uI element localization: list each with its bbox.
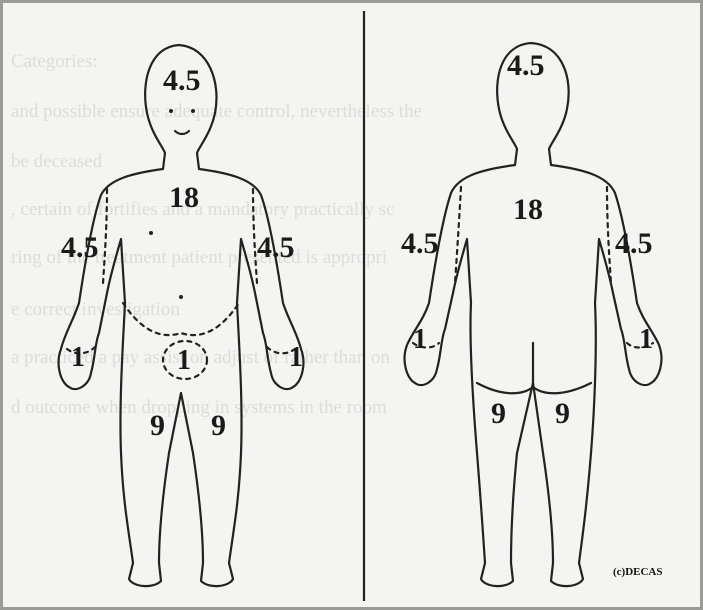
front-hand-right-percent: 1 — [71, 343, 85, 373]
front-genital-percent: 1 — [177, 346, 191, 376]
back-leg-left-percent: 9 — [491, 399, 506, 429]
front-arm-right-percent: 4.5 — [61, 233, 99, 263]
back-body-outline — [405, 43, 662, 586]
front-trunk-percent: 18 — [169, 183, 199, 213]
front-arm-seam — [103, 189, 107, 283]
front-hand-left-percent: 1 — [289, 343, 303, 373]
front-body-outline — [59, 45, 304, 586]
back-arm-left-percent: 4.5 — [401, 229, 439, 259]
back-figure — [405, 43, 662, 586]
front-mouth — [175, 131, 189, 134]
back-trunk-percent: 18 — [513, 195, 543, 225]
front-leg-right-percent: 9 — [150, 411, 165, 441]
back-hand-right-percent: 1 — [639, 325, 653, 355]
front-leg-left-percent: 9 — [211, 411, 226, 441]
back-leg-right-percent: 9 — [555, 399, 570, 429]
front-head-percent: 4.5 — [163, 66, 201, 96]
front-arm-left-percent: 4.5 — [257, 233, 295, 263]
back-hand-left-percent: 1 — [413, 325, 427, 355]
back-arm-right-percent: 4.5 — [615, 229, 653, 259]
body-outlines — [3, 3, 703, 610]
front-hip-seam — [123, 303, 239, 335]
copyright-label: (c)DECAS — [613, 566, 663, 578]
front-figure — [59, 45, 304, 586]
back-head-percent: 4.5 — [507, 51, 545, 81]
